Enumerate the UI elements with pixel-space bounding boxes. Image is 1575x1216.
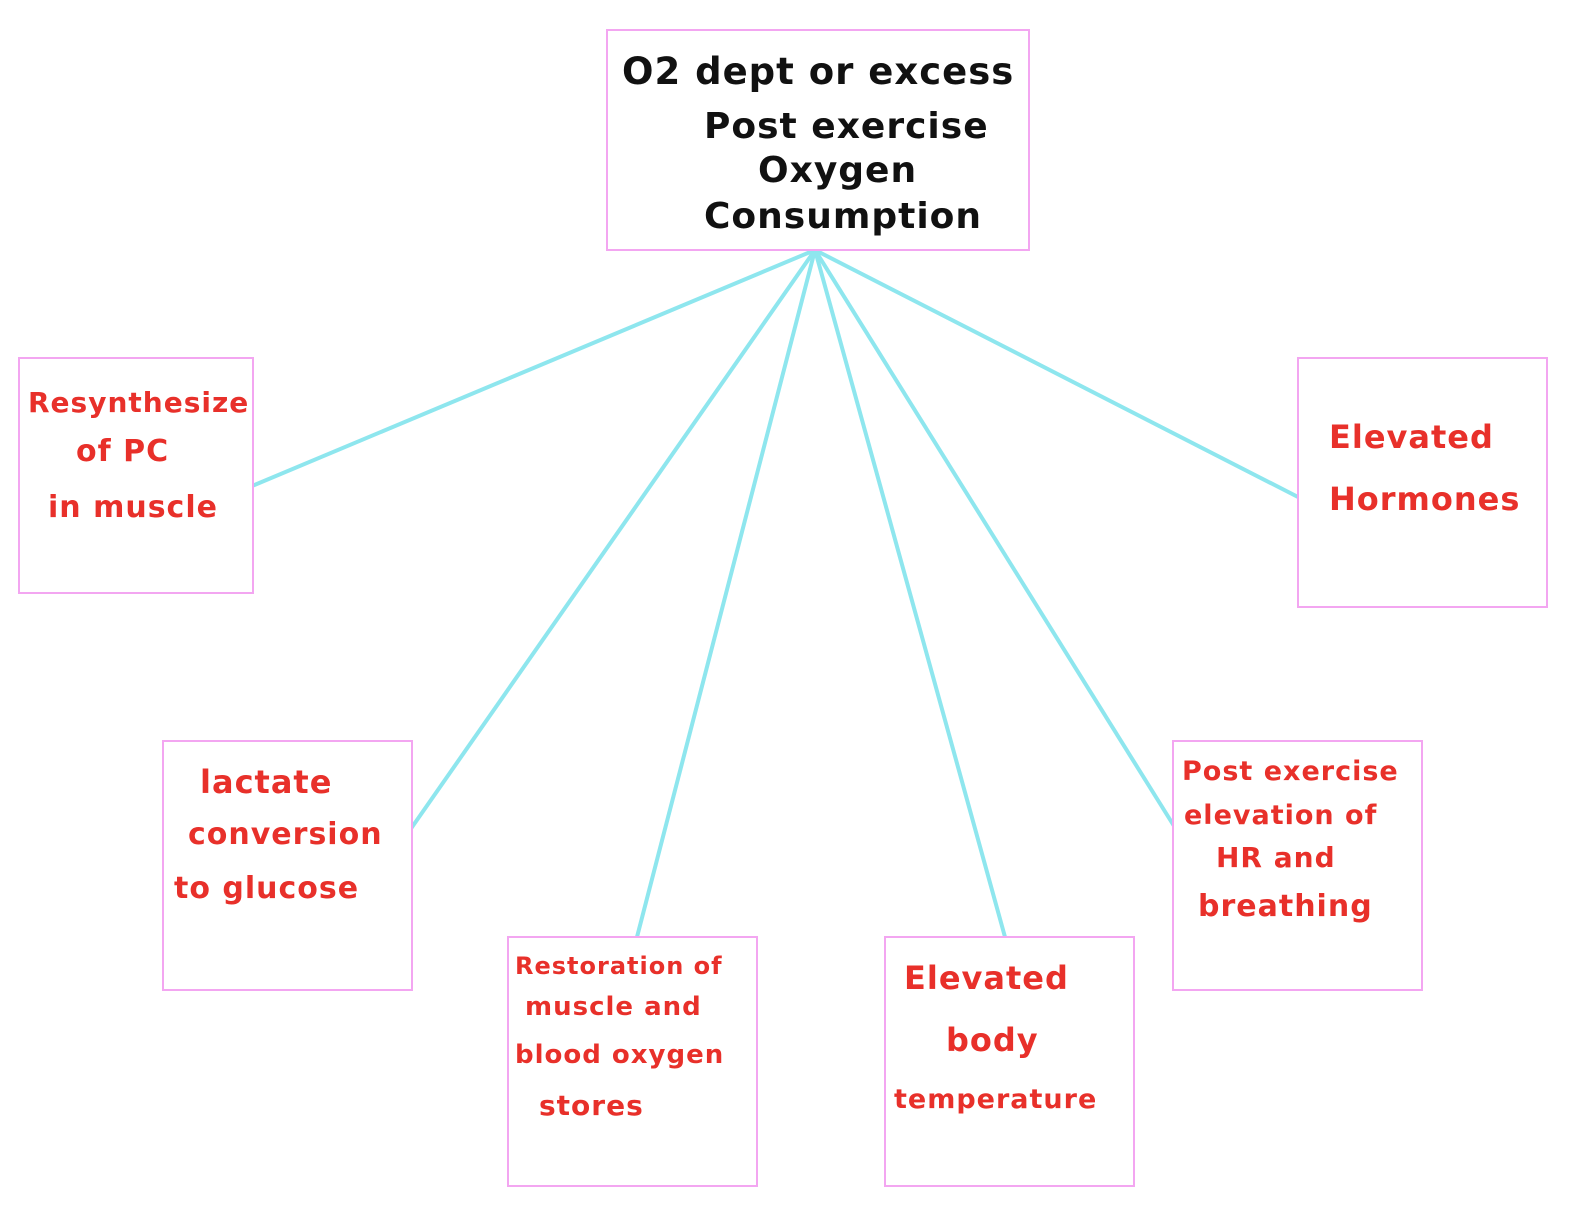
connector-hr-breathing [813, 248, 1176, 828]
node-text-line: stores [539, 1089, 644, 1122]
node-restoration-oxygen-stores: Restoration of muscle and blood oxygen s… [507, 936, 758, 1187]
node-text-line: Restoration of [515, 952, 723, 980]
central-text-line: Consumption [704, 196, 983, 237]
connector-lactate [408, 248, 817, 832]
central-node-epoc: O2 dept or excess Post exercise Oxygen C… [606, 29, 1030, 251]
node-text-line: breathing [1198, 889, 1373, 924]
node-text-line: lactate [200, 763, 333, 801]
connector-body-temp [813, 249, 1007, 938]
node-hr-breathing-elevation: Post exercise elevation of HR and breath… [1172, 740, 1423, 991]
node-text-line: in muscle [48, 490, 218, 525]
node-text-line: temperature [894, 1084, 1098, 1115]
node-elevated-body-temperature: Elevated body temperature [884, 936, 1135, 1187]
connector-resynthesis [251, 248, 816, 488]
node-text-line: body [946, 1021, 1039, 1059]
node-resynthesis-pc: Resynthesize of PC in muscle [18, 357, 254, 594]
node-text-line: of PC [76, 434, 170, 469]
node-text-line: Resynthesize [28, 386, 250, 419]
connector-hormones [814, 248, 1299, 499]
node-text-line: muscle and [525, 992, 702, 1022]
node-text-line: Hormones [1329, 480, 1521, 518]
node-text-line: elevation of [1184, 800, 1378, 831]
node-text-line: blood oxygen [515, 1040, 725, 1070]
node-text-line: to glucose [174, 871, 360, 906]
node-text-line: Elevated [1329, 418, 1494, 456]
connector-restoration [635, 249, 817, 938]
node-text-line: HR and [1216, 841, 1336, 874]
central-text-line: Oxygen [758, 150, 918, 191]
node-elevated-hormones: Elevated Hormones [1297, 357, 1548, 608]
central-text-line: O2 dept or excess [622, 50, 1015, 93]
node-text-line: Elevated [904, 959, 1069, 997]
central-text-line: Post exercise [704, 106, 989, 147]
node-text-line: Post exercise [1182, 756, 1399, 787]
node-lactate-conversion: lactate conversion to glucose [162, 740, 413, 991]
node-text-line: conversion [188, 817, 383, 852]
